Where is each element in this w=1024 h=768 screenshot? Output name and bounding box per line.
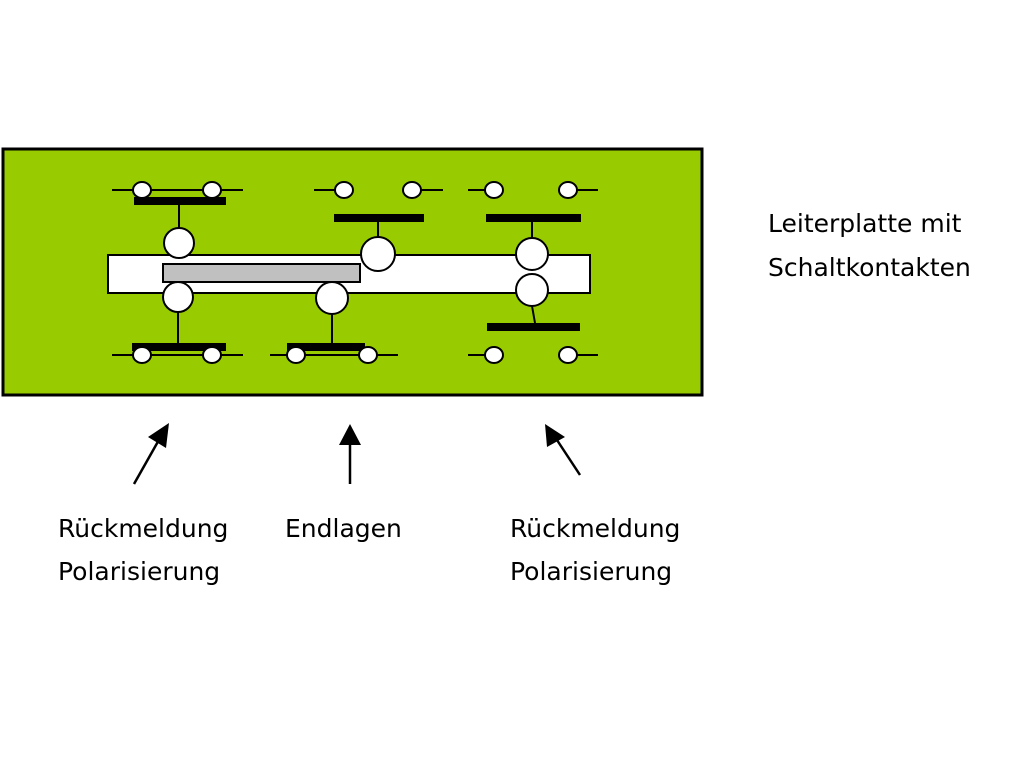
middle-label-line1: Endlagen [285,514,402,543]
arrow-middle-icon [339,424,361,484]
contact-group-right-bottom [468,273,598,364]
left-label-line2: Polarisierung [58,557,221,586]
arrow-left-icon [132,423,169,485]
contact-group-left-top [112,181,243,259]
left-label-line1: Rückmeldung [58,514,229,543]
contact-group-middle-top [314,181,443,272]
contact-group-left-bottom [112,281,243,364]
contact-group-middle-bottom [270,281,398,364]
right-label-line2: Polarisierung [510,557,673,586]
slide-bar [162,263,361,283]
board-title-line1: Leiterplatte mit [768,209,962,238]
board-title-line2: Schaltkontakten [768,253,971,282]
arrow-right-icon [545,424,582,476]
right-label-line1: Rückmeldung [510,514,681,543]
contact-group-right-top [468,181,598,271]
